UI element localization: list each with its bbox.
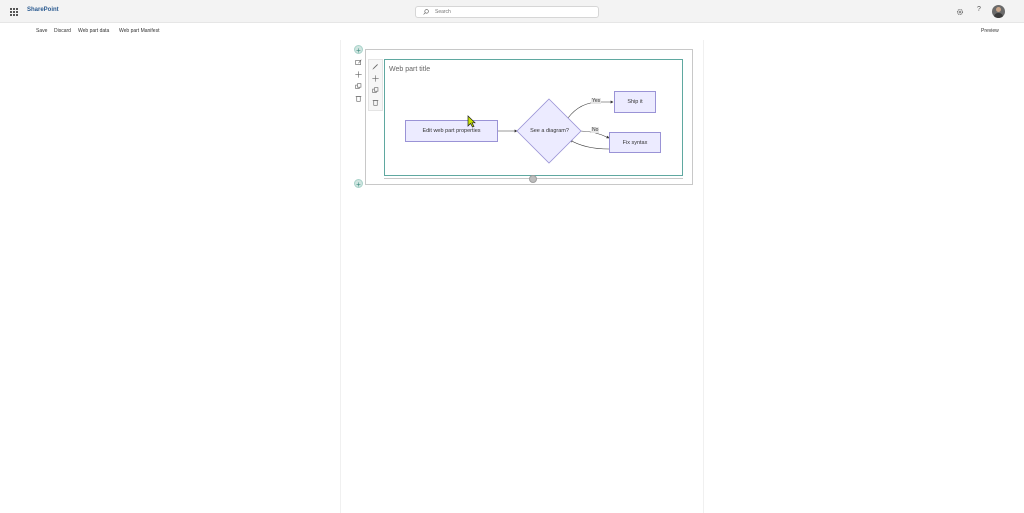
add-section-top-button[interactable]: +	[354, 45, 363, 55]
mermaid-web-part[interactable]: Web part title	[384, 59, 683, 176]
discard-button[interactable]: Discard	[54, 28, 71, 34]
preview-button[interactable]: Preview	[981, 28, 999, 34]
edge-decision-to-ship	[567, 100, 614, 119]
web-part-toolbar	[368, 59, 383, 111]
duplicate-icon[interactable]	[372, 87, 379, 94]
brand-name[interactable]: SharePoint	[27, 7, 59, 13]
flowchart-node-edit-properties[interactable]: Edit web part properties	[405, 120, 498, 142]
edit-icon[interactable]	[372, 63, 379, 70]
duplicate-section-icon[interactable]	[355, 83, 362, 90]
edge-label-no: No	[591, 127, 600, 133]
help-icon[interactable]: ?	[977, 6, 981, 13]
plus-icon: +	[356, 46, 361, 55]
search-box[interactable]: Search	[415, 6, 599, 18]
delete-icon[interactable]	[372, 99, 379, 106]
suite-bar: SharePoint Search ?	[0, 0, 1024, 23]
web-part-manifest-button[interactable]: Web part Manifest	[119, 28, 160, 34]
move-section-icon[interactable]	[355, 71, 362, 78]
resize-handle[interactable]	[529, 175, 537, 183]
plus-icon: +	[356, 180, 361, 189]
edge-fix-to-decision	[569, 139, 610, 150]
flowchart-node-ship-it[interactable]: Ship it	[614, 91, 656, 113]
save-button[interactable]: Save	[36, 28, 48, 34]
avatar[interactable]	[992, 5, 1005, 18]
decision-diamond	[516, 98, 582, 164]
search-icon	[423, 9, 429, 15]
move-icon[interactable]	[372, 75, 379, 82]
edit-section-icon[interactable]	[355, 59, 362, 66]
delete-section-icon[interactable]	[355, 95, 362, 102]
flowchart-node-decision[interactable]: See a diagram?	[530, 128, 569, 134]
web-part-title[interactable]: Web part title	[389, 66, 431, 73]
section-toolbar	[353, 57, 364, 107]
gear-icon[interactable]	[956, 8, 964, 16]
command-bar: Save Discard Web part data Web part Mani…	[0, 23, 1024, 39]
search-placeholder: Search	[435, 9, 451, 15]
page-canvas	[340, 40, 704, 513]
flowchart-node-fix-syntax[interactable]: Fix syntax	[609, 132, 661, 153]
page-section[interactable]	[365, 49, 693, 185]
waffle-icon[interactable]	[10, 8, 18, 16]
cursor-icon	[467, 115, 476, 128]
web-part-data-button[interactable]: Web part data	[78, 28, 110, 34]
edge-label-yes: Yes	[591, 98, 602, 104]
add-section-bottom-button[interactable]: +	[354, 179, 363, 189]
